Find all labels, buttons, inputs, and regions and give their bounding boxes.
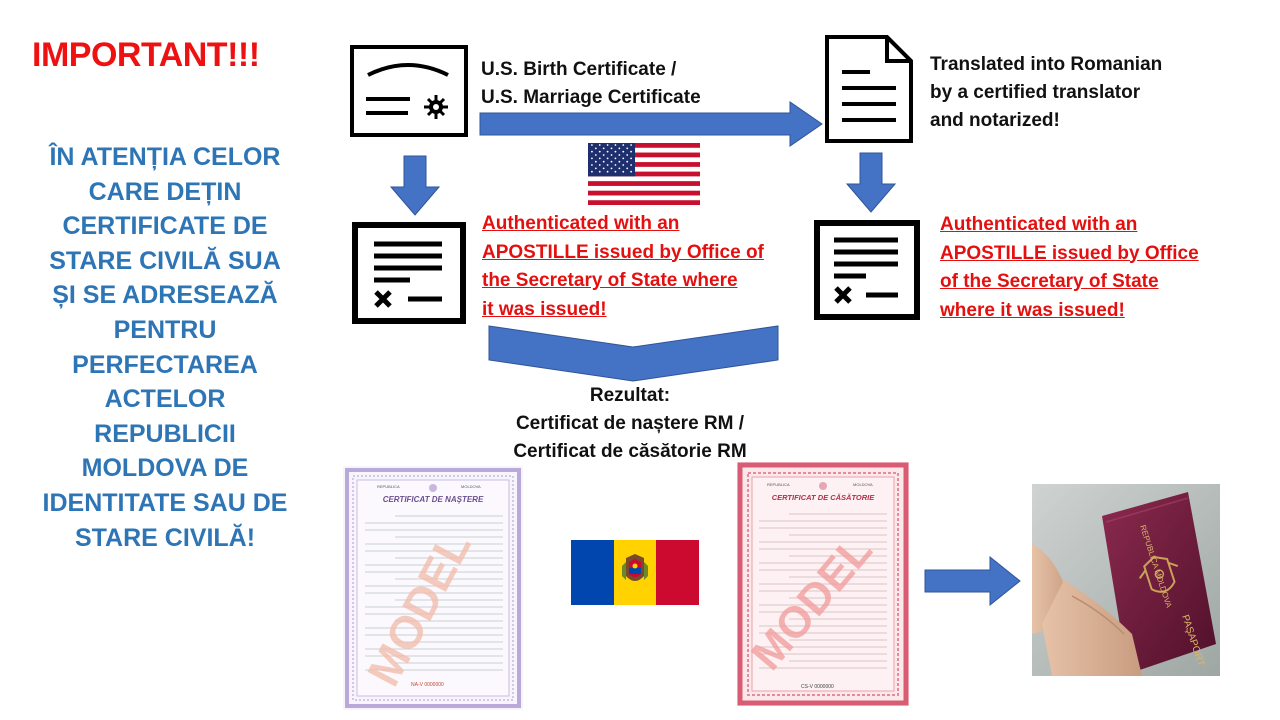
notice-line: CERTIFICATE DE — [62, 212, 268, 241]
marriage-cert-header-right: MOLDOVA — [853, 482, 873, 487]
notice-line: ȘI SE ADRESEAZĂ — [52, 281, 278, 310]
apostille-left-line: it was issued! — [482, 298, 607, 320]
birth-cert-title: CERTIFICAT DE NAŞTERE — [383, 495, 484, 504]
marriage-certificate-image: REPUBLICA MOLDOVA CERTIFICAT DE CĂSĂTORI… — [737, 462, 909, 706]
notice-line: ÎN ATENȚIA CELOR — [49, 143, 281, 171]
marriage-cert-title: CERTIFICAT DE CĂSĂTORIE — [772, 493, 876, 502]
important-heading: IMPORTANT!!! — [32, 36, 260, 74]
chevron-down-icon — [488, 325, 779, 382]
apostille-left-line: Authenticated with an — [482, 213, 680, 234]
apostille-right-line: where it was issued! — [940, 299, 1125, 321]
marriage-cert-serial: CS-V 0000000 — [801, 684, 834, 690]
notice-line: MOLDOVA DE — [81, 454, 249, 483]
notice-line: ACTELOR — [104, 385, 226, 414]
notice-line: REPUBLICII — [94, 419, 236, 448]
result-line: Rezultat: — [589, 385, 671, 406]
notice-line: PERFECTAREA — [72, 350, 258, 379]
arrow-icon — [924, 556, 1021, 606]
result-line: Certificat de naștere RM / — [515, 413, 745, 434]
apostille-right-text: Authenticated with an APOSTILLE issued by… — [940, 211, 1199, 325]
apostille-left-line: APOSTILLE issued by Office of — [482, 241, 764, 263]
notice-line: STARE CIVILĂ! — [74, 523, 256, 552]
apostille-right-line: Authenticated with an — [940, 214, 1138, 235]
translation-line: Translated into Romanian — [930, 54, 1163, 75]
moldova-flag-icon — [571, 540, 699, 605]
translation-label: Translated into Romanian by a certified t… — [930, 51, 1162, 135]
notice-text: ÎN ATENȚIA CELOR CARE DEȚIN CERTIFICATE DE… — [22, 140, 308, 555]
birth-cert-header-right: MOLDOVA — [461, 484, 481, 489]
birth-cert-serial: NA-V 0000000 — [411, 682, 444, 688]
result-label: Rezultat: Certificat de naștere RM / Certi… — [470, 382, 790, 466]
certificate-icon — [350, 45, 468, 137]
notice-line: STARE CIVILĂ SUA — [49, 246, 281, 275]
birth-cert-header-left: REPUBLICA — [377, 484, 400, 489]
signed-document-icon — [814, 220, 920, 320]
apostille-right-line: APOSTILLE issued by Office — [940, 242, 1199, 264]
translation-line: by a certified translator — [930, 82, 1141, 103]
us-certificate-line: U.S. Birth Certificate / — [481, 59, 677, 80]
birth-certificate-image: REPUBLICA MOLDOVA CERTIFICAT DE NAŞTERE … — [343, 466, 523, 710]
signed-document-icon — [352, 222, 466, 324]
arrow-icon — [479, 101, 823, 147]
us-flag-icon — [588, 143, 700, 205]
arrow-icon — [846, 152, 896, 213]
apostille-left-text: Authenticated with an APOSTILLE issued by… — [482, 210, 764, 324]
document-icon — [825, 35, 913, 143]
translation-line: and notarized! — [930, 110, 1060, 131]
us-certificate-label: U.S. Birth Certificate / U.S. Marriage Ce… — [481, 56, 701, 112]
notice-line: IDENTITATE SAU DE — [42, 488, 288, 517]
result-line: Certificat de căsătorie RM — [513, 441, 747, 462]
us-certificate-line: U.S. Marriage Certificate — [481, 87, 701, 108]
apostille-left-line: the Secretary of State where — [482, 270, 738, 291]
arrow-icon — [390, 155, 440, 216]
marriage-cert-header-left: REPUBLICA — [767, 482, 790, 487]
passport-image: REPUBLICA MOLDOVA PAŞAPORT — [1032, 484, 1220, 676]
notice-line: PENTRU — [113, 315, 217, 344]
apostille-right-line: of the Secretary of State — [940, 271, 1159, 292]
notice-line: CARE DEȚIN — [88, 177, 242, 206]
